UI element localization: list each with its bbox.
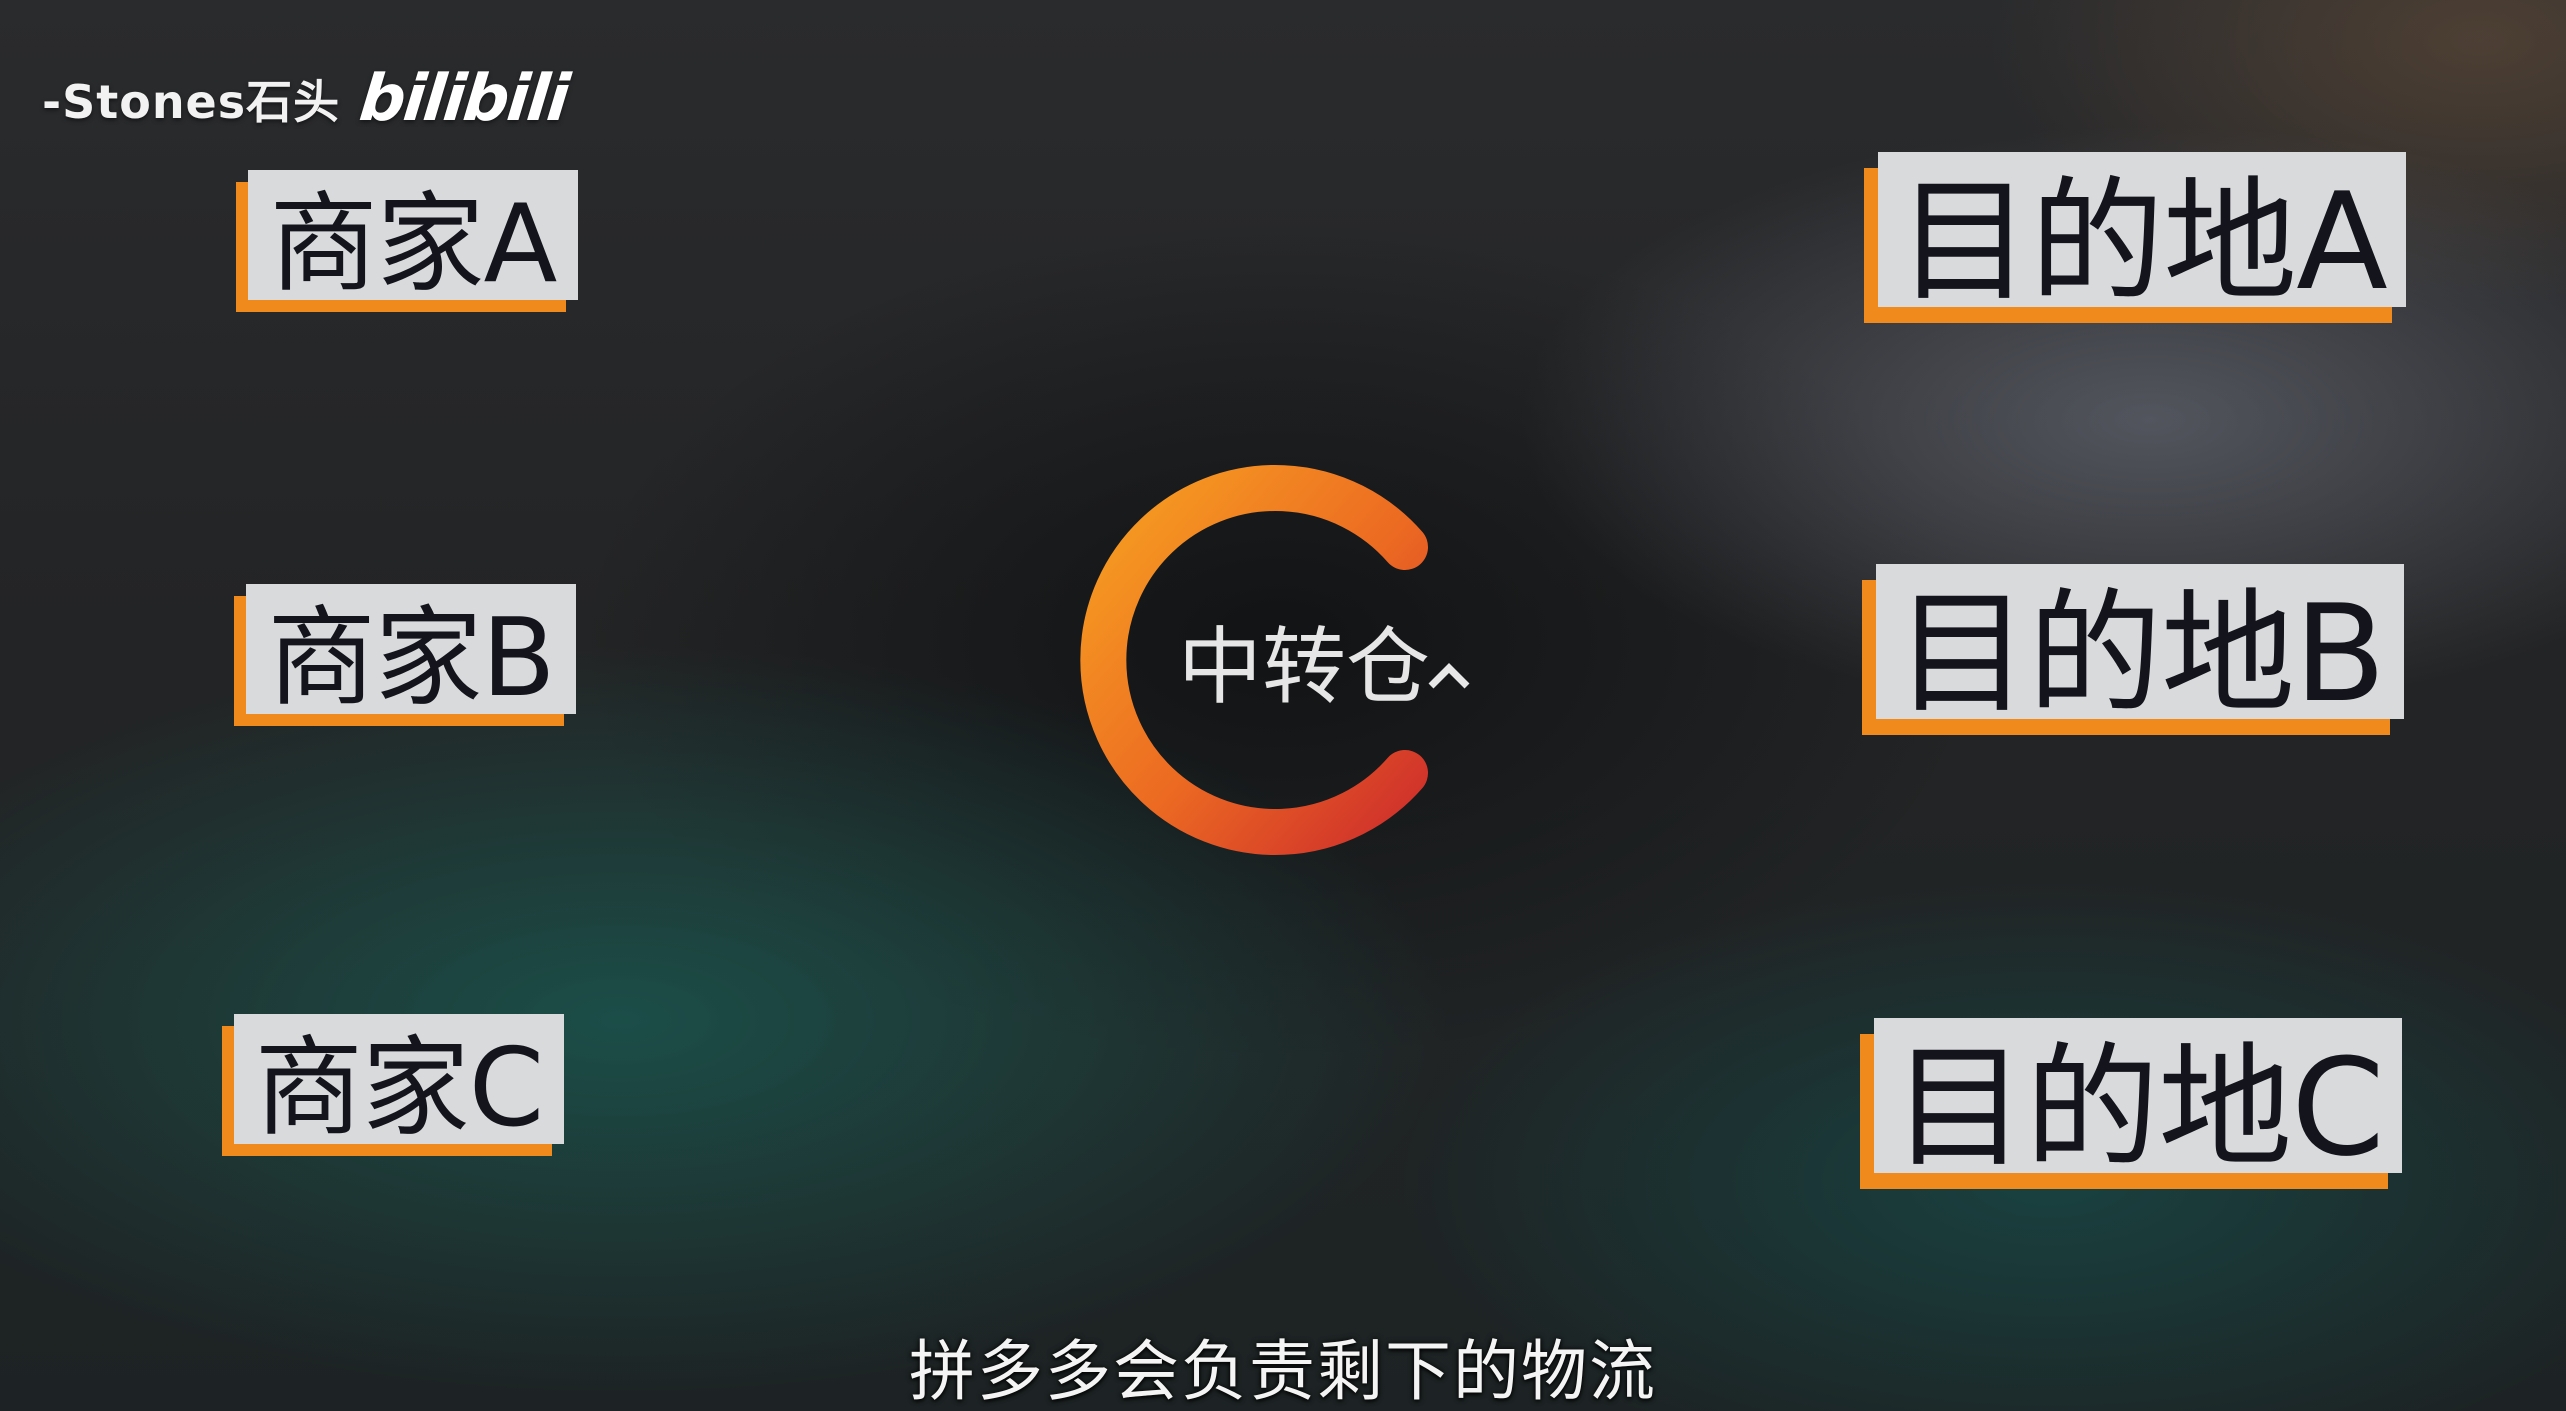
hub-label: 中转仓 bbox=[1178, 618, 1431, 716]
subtitle: 拼多多会负责剩下的物流 bbox=[909, 1333, 1657, 1410]
hub-ring-arc bbox=[1080, 465, 1428, 855]
watermark-author: -Stones石头 bbox=[42, 75, 341, 129]
hub-ring bbox=[1080, 465, 1428, 855]
caret-up-icon bbox=[1428, 663, 1470, 689]
merchant-c-label: 商家C bbox=[234, 1014, 564, 1151]
bilibili-logo: bilibili bbox=[356, 62, 572, 136]
destination-a-label: 目的地A bbox=[1878, 152, 2406, 320]
merchant-b-label: 商家B bbox=[246, 584, 576, 721]
destination-b-label: 目的地B bbox=[1876, 564, 2404, 732]
destination-c-label: 目的地C bbox=[1874, 1018, 2402, 1186]
merchant-a-label: 商家A bbox=[248, 170, 578, 307]
watermark: -Stones石头 bilibili bbox=[42, 62, 571, 136]
